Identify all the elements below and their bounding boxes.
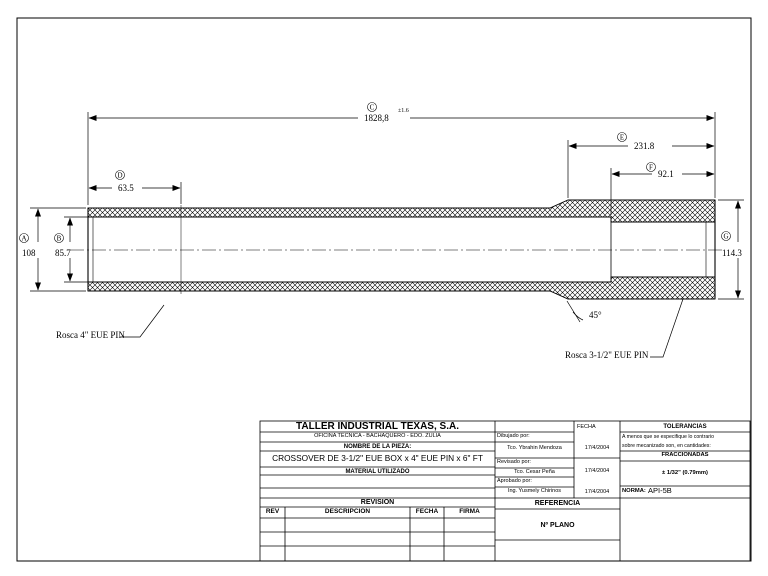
drawn-by-name: Tco. Ybrahin Mendoza (507, 445, 562, 451)
tag-d: D (117, 172, 122, 180)
company-name: TALLER INDUSTRIAL TEXAS, S.A. (296, 421, 459, 432)
dim-a-value: 108 (22, 248, 36, 258)
drawn-by-label: Dibujado por: (497, 433, 530, 439)
rev-header-descripcion: DESCRIPCION (324, 508, 371, 515)
dim-overall-tol: ±1.6 (398, 108, 409, 114)
dim-f-value: 92.1 (658, 169, 674, 179)
approved-by-label: Aprobado por: (497, 478, 532, 484)
piece-name-value: CROSSOVER DE 3-1/2" EUE BOX x 4" EUE PIN… (272, 453, 483, 463)
dim-g-value: 114.3 (722, 248, 742, 258)
office-label: OFICINA TECNICA - BACHAQUERO - EDO. ZULI… (314, 433, 441, 439)
fecha-header: FECHA (577, 424, 596, 430)
tag-b: B (57, 235, 62, 243)
dimension-tags (19, 102, 731, 243)
thread-left-note: Rosca 4" EUE PIN (56, 330, 125, 340)
approved-date: 17/4/2004 (584, 489, 610, 495)
tag-f: F (649, 164, 653, 172)
tag-c: C (370, 104, 375, 112)
norma-label: NORMA: (622, 488, 646, 494)
rev-header-firma: FIRMA (459, 508, 480, 515)
fractions-value: ± 1/32" (0.79mm) (662, 470, 708, 476)
dim-b-value: 85.7 (55, 248, 71, 258)
tag-e: E (620, 134, 624, 142)
tag-g: G (723, 233, 728, 241)
reviewed-by-label: Revisado por: (497, 459, 531, 465)
thread-right-note: Rosca 3-1/2" EUE PIN (565, 350, 649, 360)
crossover-part (70, 199, 722, 300)
fractions-label: FRACCIONADAS (661, 452, 709, 458)
norma-value: API-5B (648, 486, 672, 495)
rev-header-rev: REV (265, 508, 280, 515)
reviewed-by-name: Tco. Cesar Peña (514, 469, 555, 475)
material-label: MATERIAL UTILIZADO (345, 469, 410, 475)
title-block-grid (259, 420, 751, 562)
drawn-date: 17/4/2004 (584, 445, 610, 451)
rev-header-fecha: FECHA (415, 508, 439, 515)
dim-d-value: 63.5 (118, 183, 134, 193)
referencia-label: REFERENCIA (534, 500, 581, 507)
plano-label: Nº PLANO (540, 522, 575, 529)
reviewed-date: 17/4/2004 (584, 468, 610, 474)
dim-e-value: 231.8 (634, 141, 655, 151)
dimensions (30, 112, 744, 358)
piece-name-label: NOMBRE DE LA PIEZA: (343, 444, 412, 450)
dim-overall-value: 1828,8 (364, 113, 389, 123)
tag-a: A (21, 235, 26, 243)
tolerances-note-1: A menos que se especifique lo contrario (622, 434, 714, 440)
tolerances-title: TOLERANCIAS (663, 424, 707, 430)
revision-label: REVISION (360, 499, 395, 506)
approved-by-name: Ing. Yusmely Chirinos (507, 488, 562, 494)
angle-value: 45° (589, 310, 602, 320)
tolerances-note-2: sobre mecanizado son, en cantidades: (622, 443, 711, 449)
